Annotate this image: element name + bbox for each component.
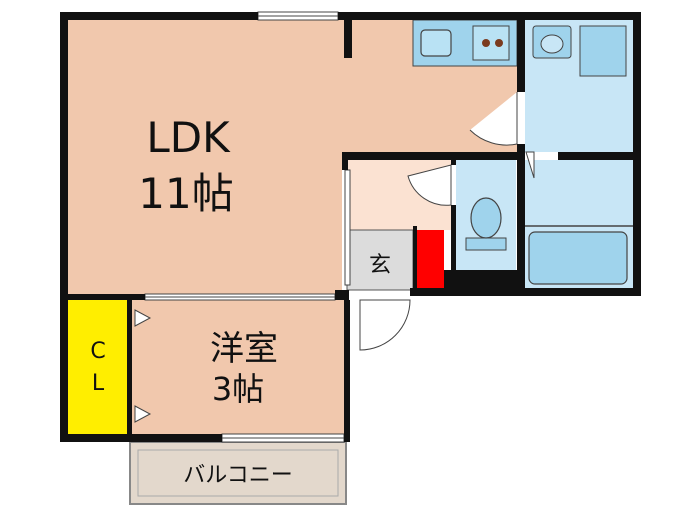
western-room-name-label: 洋室 bbox=[210, 329, 278, 369]
balcony-inner bbox=[137, 449, 339, 497]
front-door-swing-icon bbox=[359, 299, 411, 351]
entrance-label: 玄 bbox=[369, 253, 391, 278]
western-room-floor bbox=[132, 300, 344, 434]
western-room-size-label: 3帖 bbox=[212, 370, 264, 408]
door-swing-icon bbox=[407, 164, 452, 206]
closet-label-line2: L bbox=[92, 371, 105, 396]
toilet-tank-icon bbox=[465, 237, 507, 251]
closet-door-icon bbox=[134, 405, 152, 423]
stove-icon bbox=[472, 25, 510, 61]
entrance-tile-floor bbox=[346, 229, 414, 291]
toilet-bowl-icon bbox=[470, 197, 502, 239]
shoe-box bbox=[417, 230, 444, 290]
walls bbox=[60, 12, 641, 442]
washbasin-bowl-icon bbox=[540, 34, 564, 54]
sink-icon bbox=[420, 29, 452, 57]
closet-floor bbox=[68, 300, 128, 434]
closet-door-icon bbox=[134, 309, 152, 327]
window bbox=[344, 169, 351, 286]
bathtub-icon bbox=[528, 231, 628, 285]
washing-machine-space bbox=[579, 25, 627, 77]
burner-icon bbox=[482, 39, 490, 47]
ldk-name-label: LDK bbox=[146, 113, 231, 162]
closet-label-line1: C bbox=[90, 339, 105, 364]
burner-icon bbox=[495, 39, 503, 47]
ldk-floor bbox=[68, 20, 517, 295]
door-swing-icon bbox=[469, 92, 518, 146]
door-swing-icon bbox=[525, 151, 535, 179]
ldk-size-label: 11帖 bbox=[138, 169, 233, 218]
balcony-label: バルコニー bbox=[183, 463, 293, 488]
